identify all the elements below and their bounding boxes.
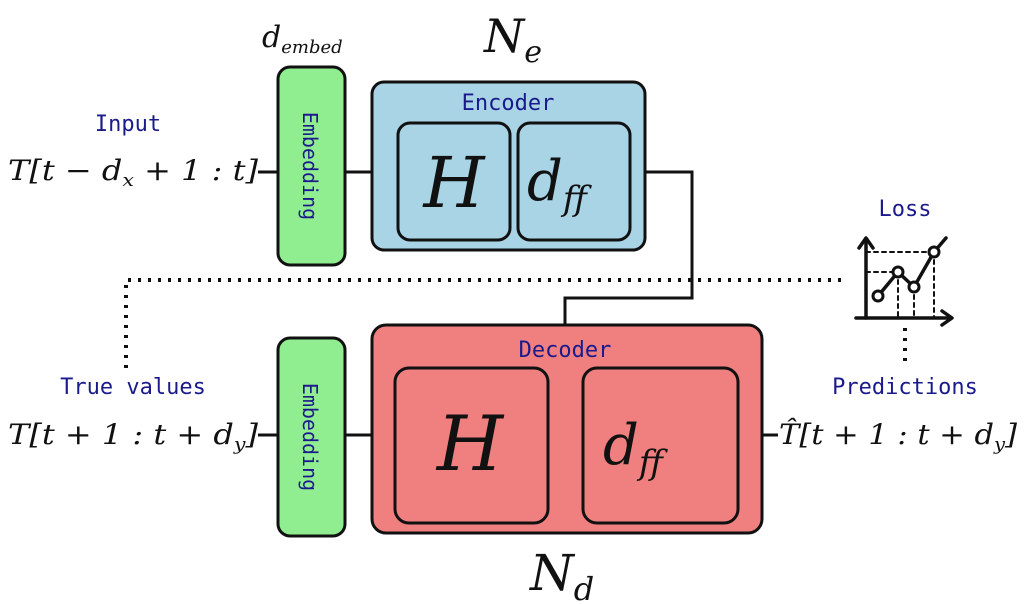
true-values-label: True values — [60, 375, 206, 400]
d-embed-label: dembed — [262, 20, 343, 58]
encoder-ff-label: dff — [527, 149, 592, 219]
loss-label: Loss — [879, 197, 932, 222]
input-label: Input — [95, 112, 161, 137]
line-chart-icon — [854, 236, 954, 327]
decoder-embedding-block: Embedding — [276, 336, 347, 538]
encoder-attention-box — [396, 121, 512, 242]
decoder-ff-box — [581, 366, 740, 525]
decoder-heads-label: H — [435, 399, 505, 488]
predictions-label: Predictions — [832, 375, 978, 400]
decoder-attention-box — [393, 366, 550, 525]
encoder-embedding-label: Embedding — [298, 112, 322, 220]
decoder-embedding-label: Embedding — [298, 383, 322, 491]
decoder-layers-label: Nd — [529, 544, 594, 604]
encoder-ff-box — [516, 121, 632, 242]
encoder-layers-label: Ne — [483, 9, 542, 70]
encoder-label: Encoder — [462, 91, 555, 116]
connection-lines — [258, 170, 778, 437]
decoder-block: Decoder H dff — [370, 323, 764, 535]
decoder-ff-label: dff — [603, 413, 668, 483]
encoder-block: Encoder H dff — [370, 80, 647, 252]
decoder-label: Decoder — [519, 338, 612, 363]
loss-dotted-lines — [124, 278, 907, 368]
encoder-heads-label: H — [421, 142, 486, 224]
encoder-embedding-block: Embedding — [276, 65, 347, 267]
